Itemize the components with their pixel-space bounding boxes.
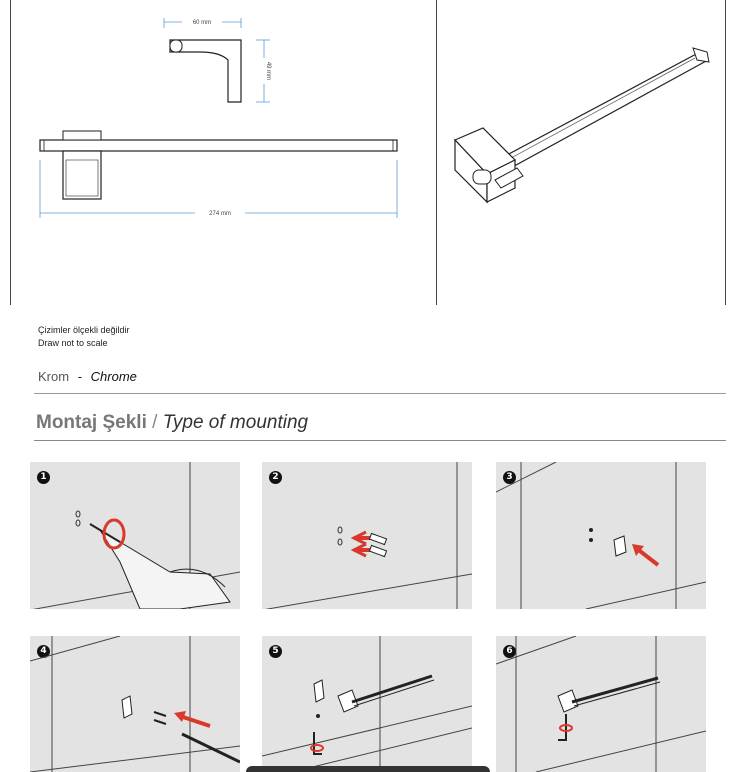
drill-icon <box>32 462 240 609</box>
frame-left-line <box>10 0 11 305</box>
step-number-badge: 1 <box>37 471 50 484</box>
dim-length-label: 274 mm <box>209 211 231 217</box>
mounting-step-6: 6 <box>496 636 706 772</box>
step-number-badge: 4 <box>37 645 50 658</box>
mounting-step-1: 1 <box>30 462 240 609</box>
divider-mounting <box>34 440 726 441</box>
mounting-step-4: 4 <box>30 636 240 772</box>
wall-plug-icon <box>264 462 472 609</box>
product-perspective-image <box>453 47 710 204</box>
bottom-overlay-panel <box>246 766 490 772</box>
finish-tr: Krom <box>38 369 70 384</box>
step-number-badge: 2 <box>269 471 282 484</box>
mounting-step-5: 5 <box>262 636 472 772</box>
technical-drawing: 60 mm 49 mm 274 mm <box>39 18 398 218</box>
divider-finish <box>34 393 726 394</box>
dim-height-label: 49 mm <box>265 62 271 80</box>
mounting-title-en: Type of mounting <box>162 412 309 433</box>
finish-label: Krom - Chrome <box>38 369 137 384</box>
mounting-step-3: 3 <box>496 462 706 609</box>
mounting-title-sep: / <box>152 412 158 433</box>
hex-key-icon <box>30 636 240 772</box>
mounting-title: Montaj Şekli / Type of mounting <box>36 412 308 434</box>
finish-sep: - <box>77 369 83 384</box>
step-number-badge: 3 <box>503 471 516 484</box>
towel-bar-icon <box>262 636 472 772</box>
scale-note-tr: Çizimler ölçekli değildir <box>38 325 130 335</box>
scale-note-en: Draw not to scale <box>38 338 108 348</box>
mounting-title-tr: Montaj Şekli <box>36 412 147 433</box>
dim-width-label: 60 mm <box>193 20 211 26</box>
mounting-step-2: 2 <box>262 462 472 609</box>
frame-middle-line <box>436 0 437 305</box>
step-number-badge: 5 <box>269 645 282 658</box>
finish-en: Chrome <box>90 369 137 384</box>
frame-right-line <box>725 0 726 305</box>
step-number-badge: 6 <box>503 645 516 658</box>
wall-bracket-icon <box>496 462 706 609</box>
hex-key-icon <box>496 636 706 772</box>
